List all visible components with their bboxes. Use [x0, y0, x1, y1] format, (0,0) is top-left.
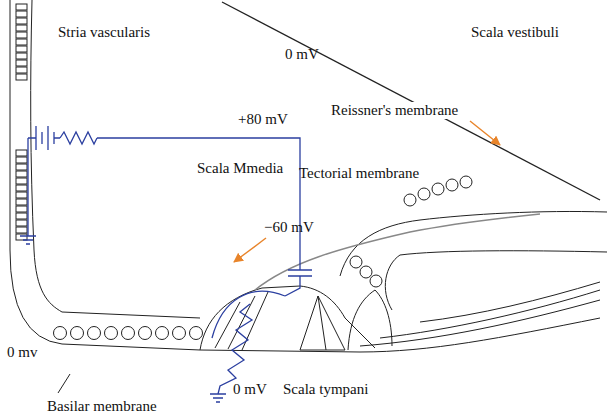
- floor-cell: [54, 327, 67, 340]
- stria-cell: [16, 74, 27, 80]
- stria-cell: [16, 185, 27, 191]
- part-label: Tectorial membrane: [298, 165, 420, 182]
- spiral-prominence-cells: [54, 327, 203, 340]
- stria-cell: [16, 157, 27, 163]
- stria-cell: [16, 4, 27, 10]
- spiral-ligament: [31, 0, 200, 318]
- limbus-cell: [360, 266, 372, 278]
- voltage-label: +80 mV: [237, 111, 289, 128]
- stria-cell: [16, 171, 27, 177]
- resistor-symbol: [60, 132, 97, 144]
- limbus-cell: [418, 188, 430, 200]
- pointer-arrow: [234, 238, 266, 262]
- stria-cell: [16, 206, 27, 212]
- stria-cell: [16, 234, 27, 240]
- stria-cell: [16, 25, 27, 31]
- floor-cell: [88, 327, 101, 340]
- limbus-cell: [432, 183, 444, 195]
- stria-cell: [16, 227, 27, 233]
- limbus-cell: [370, 275, 382, 287]
- resistor-symbol: [218, 304, 252, 394]
- floor-cell: [122, 327, 135, 340]
- battery-symbol: [28, 126, 60, 150]
- stria-cell: [16, 53, 27, 59]
- floor-cell: [139, 327, 152, 340]
- tectorial-membrane-line: [255, 214, 540, 290]
- region-label: Scala vestibuli: [470, 24, 560, 41]
- floor-cell: [105, 327, 118, 340]
- stria-cells: [16, 4, 27, 240]
- stria-cell: [16, 67, 27, 73]
- capacitor-symbol: [288, 270, 312, 276]
- voltage-label: 0 mv: [6, 344, 38, 361]
- floor-cell: [173, 327, 186, 340]
- outer-hair-cells: [215, 292, 268, 350]
- stria-cell: [16, 60, 27, 66]
- pointer-arrow: [470, 121, 500, 145]
- limbus-cell: [404, 194, 416, 206]
- limbus-cell: [460, 176, 472, 188]
- stria-cell: [16, 46, 27, 52]
- stria-cell: [16, 192, 27, 198]
- ground-symbol: [210, 394, 226, 402]
- basilar-membrane-line: [200, 318, 600, 352]
- pillar-cells: [300, 296, 345, 350]
- part-label: Reissner's membrane: [330, 102, 459, 119]
- osseous-lamina: [420, 282, 600, 322]
- osseous-lamina: [380, 290, 600, 338]
- stria-cell: [16, 213, 27, 219]
- stria-cell: [16, 32, 27, 38]
- stria-cell: [16, 164, 27, 170]
- part-label: Basilar membrane: [46, 398, 158, 415]
- stria-cell: [16, 11, 27, 17]
- wire: [97, 138, 300, 270]
- hair-cell-outline: [212, 291, 285, 338]
- voltage-label: 0 mV: [284, 46, 320, 63]
- floor-cell: [71, 327, 84, 340]
- limbus-cell: [350, 256, 362, 268]
- wire: [285, 276, 300, 296]
- spiral-limbus-lower: [385, 251, 607, 310]
- stria-cell: [16, 178, 27, 184]
- stria-cell: [16, 199, 27, 205]
- limbus-cell: [446, 179, 458, 191]
- voltage-label: 0 mV: [232, 381, 268, 398]
- outer-wall: [10, 0, 200, 350]
- stria-cell: [16, 39, 27, 45]
- region-label: Scala tympani: [282, 381, 369, 398]
- floor-cell: [156, 327, 169, 340]
- leader-line: [58, 374, 70, 393]
- region-label: Stria vascularis: [57, 24, 151, 41]
- inner-sulcus-cells: [348, 290, 392, 350]
- region-label: Scala Mmedia: [196, 160, 284, 177]
- stria-cell: [16, 18, 27, 24]
- osseous-lamina: [360, 300, 600, 346]
- floor-cell: [190, 327, 203, 340]
- voltage-label: −60 mV: [263, 219, 315, 236]
- stria-cell: [16, 220, 27, 226]
- stria-cell: [16, 150, 27, 156]
- ground-symbol: [20, 138, 36, 244]
